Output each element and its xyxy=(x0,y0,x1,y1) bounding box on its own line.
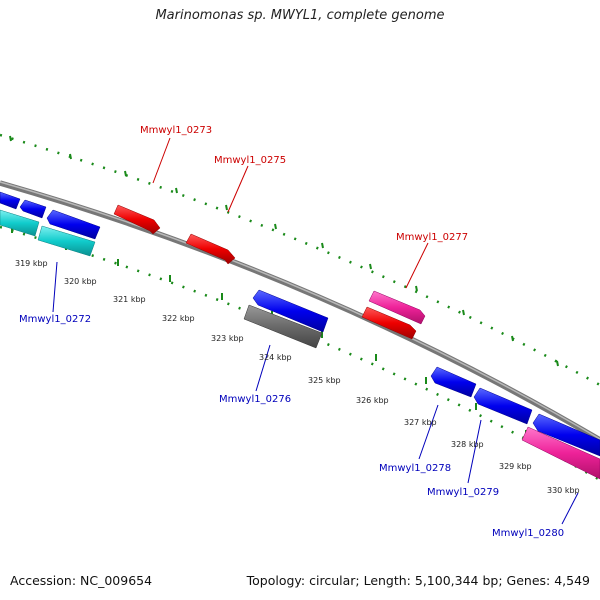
gene-arrow-Mmwyl1_0280[interactable] xyxy=(532,413,600,457)
gene-arrow-blue-left-a[interactable] xyxy=(0,191,21,210)
leader-Mmwyl1_0280 xyxy=(561,492,579,525)
gene-label-Mmwyl1_0280[interactable]: Mmwyl1_0280 xyxy=(492,528,564,539)
gene-arrow-pink-329k[interactable] xyxy=(521,426,600,480)
genome-backbone-highlight xyxy=(0,181,600,440)
gene-label-Mmwyl1_0272[interactable]: Mmwyl1_0272 xyxy=(19,314,91,325)
outer-tick xyxy=(556,360,559,367)
genome-summary-text: Topology: circular; Length: 5,100,344 bp… xyxy=(246,573,590,588)
leader-Mmwyl1_0278 xyxy=(418,404,439,460)
scale-label: 324 kbp xyxy=(259,353,292,362)
outer-tick xyxy=(69,153,72,160)
outer-tick xyxy=(321,242,324,249)
gene-arrow-Mmwyl1_0278[interactable] xyxy=(430,366,477,398)
inner-scale-ticks xyxy=(11,226,575,463)
gene-arrow-gray-324k[interactable] xyxy=(243,304,323,349)
leader-Mmwyl1_0279 xyxy=(467,419,482,484)
gene-label-Mmwyl1_0278[interactable]: Mmwyl1_0278 xyxy=(379,463,451,474)
leader-Mmwyl1_0273 xyxy=(152,137,171,184)
outer-tick xyxy=(225,204,228,211)
outer-tick xyxy=(511,335,514,342)
leader-Mmwyl1_0276 xyxy=(255,344,271,392)
scale-label: 323 kbp xyxy=(211,334,244,343)
gene-arrow-blue-left-b[interactable] xyxy=(19,199,47,219)
scale-label: 327 kbp xyxy=(404,418,437,427)
genome-backbone xyxy=(0,180,600,443)
scale-label: 321 kbp xyxy=(113,295,146,304)
scale-label: 322 kbp xyxy=(162,314,195,323)
gene-arrow-Mmwyl1_0279[interactable] xyxy=(473,387,533,425)
leader-lines xyxy=(52,137,579,525)
scale-label: 326 kbp xyxy=(356,396,389,405)
scale-label: 328 kbp xyxy=(451,440,484,449)
outer-tick xyxy=(369,263,372,270)
scale-label: 330 kbp xyxy=(547,486,580,495)
gene-arrow-Mmwyl1_0276[interactable] xyxy=(252,289,329,333)
gene-arrow-red-328k[interactable] xyxy=(361,306,417,340)
gene-label-Mmwyl1_0273[interactable]: Mmwyl1_0273 xyxy=(140,125,212,136)
leader-Mmwyl1_0272 xyxy=(52,261,58,313)
gene-arrow-Mmwyl1_0277[interactable] xyxy=(368,290,426,325)
outer-tick xyxy=(175,187,178,194)
outer-tick xyxy=(124,170,127,177)
leader-Mmwyl1_0275 xyxy=(227,165,249,213)
gene-arrow-Mmwyl1_0275[interactable] xyxy=(185,233,236,265)
scale-label: 329 kbp xyxy=(499,462,532,471)
gene-arrow-cyan-left-a[interactable] xyxy=(0,209,40,237)
gene-arrow-Mmwyl1_0272[interactable] xyxy=(37,225,96,257)
scale-label: 319 kbp xyxy=(15,259,48,268)
outer-tick xyxy=(462,309,465,316)
gene-label-Mmwyl1_0275[interactable]: Mmwyl1_0275 xyxy=(214,155,286,166)
map-title: Marinomonas sp. MWYL1, complete genome xyxy=(155,8,445,23)
accession-text: Accession: NC_009654 xyxy=(10,573,153,588)
gene-label-Mmwyl1_0276[interactable]: Mmwyl1_0276 xyxy=(219,394,291,405)
scale-label: 325 kbp xyxy=(308,376,341,385)
leader-Mmwyl1_0277 xyxy=(405,242,429,289)
gene-arrow-blue-left-c[interactable] xyxy=(46,209,101,240)
gene-label-Mmwyl1_0279[interactable]: Mmwyl1_0279 xyxy=(427,487,499,498)
outer-tick xyxy=(274,223,277,230)
gene-label-Mmwyl1_0277[interactable]: Mmwyl1_0277 xyxy=(396,232,468,243)
inner-scale-ring xyxy=(0,225,600,482)
outer-tick xyxy=(9,135,12,142)
scale-label: 320 kbp xyxy=(64,277,97,286)
outer-scale-ticks xyxy=(9,135,559,367)
gene-arrow-Mmwyl1_0273[interactable] xyxy=(113,204,161,235)
outer-scale-ring xyxy=(0,133,600,387)
outer-tick xyxy=(415,285,418,292)
